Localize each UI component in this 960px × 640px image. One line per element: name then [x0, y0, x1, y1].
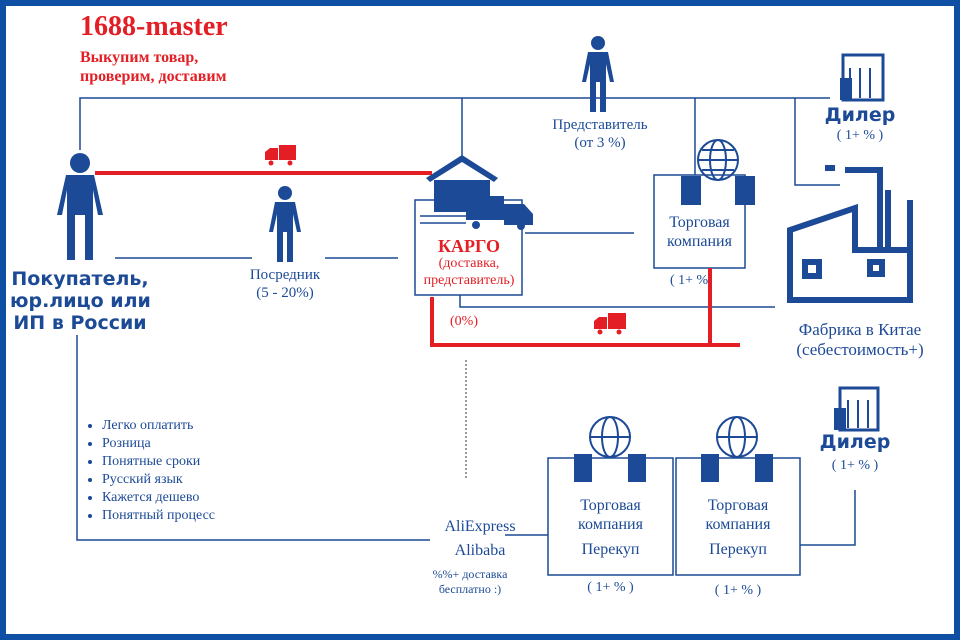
- tagline-line-2: проверим, доставим: [80, 68, 227, 86]
- buyer-label: Покупатель, юр.лицо или ИП в России: [10, 268, 151, 334]
- marketplace-note-2: бесплатно :): [438, 582, 502, 596]
- benefits-list: Легко оплатить Розница Понятные сроки Ру…: [86, 417, 215, 525]
- marketplace-note-1: %%+ доставка: [432, 567, 508, 581]
- trade-company-top-label: Торговая компания: [654, 213, 745, 251]
- intermediary-name: Посредник: [249, 267, 321, 283]
- reseller-1-line-1: Торговая: [580, 497, 641, 514]
- truck-icon-top: [265, 145, 296, 166]
- trade-top-fee: ( 1+ %: [670, 273, 709, 288]
- buyer-person-icon: [57, 153, 103, 260]
- cargo-line-2: (доставка,: [438, 256, 500, 271]
- buyer-line-3: ИП в России: [13, 312, 147, 334]
- representative-fee: (от 3 %): [574, 135, 626, 151]
- brand-title: 1688-master: [80, 11, 228, 42]
- trade-box-top: [653, 174, 746, 269]
- buyer-line-2: юр.лицо или: [10, 290, 151, 312]
- globe-icon-reseller-2: [701, 416, 773, 482]
- reseller-2-fee: ( 1+ % ): [714, 583, 762, 598]
- dealer-bottom-label: Дилер: [819, 431, 891, 453]
- marketplace-aliexpress: AliExpress: [444, 518, 516, 535]
- factory-line-1: Фабрика в Китае: [798, 320, 922, 339]
- globe-icon-reseller-1: [574, 416, 646, 482]
- benefit-item: Легко оплатить: [102, 417, 215, 435]
- reseller-1-label: Торговая компания Перекуп: [548, 496, 673, 560]
- reseller-2-line-2: компания: [705, 516, 771, 534]
- reseller-box-2: [675, 457, 801, 576]
- reseller-2-line-1: Торговая: [707, 497, 769, 514]
- marketplace-label: AliExpress Alibaba: [430, 515, 530, 563]
- factory-icon: [787, 165, 913, 303]
- dealer-icon-top: [840, 53, 885, 102]
- representative-name: Представитель: [552, 117, 648, 133]
- reseller-1-fee: ( 1+ % ): [587, 580, 634, 595]
- factory-line-2: (себестоимость+): [796, 340, 924, 360]
- trade-top-line-1: Торговая: [669, 214, 730, 231]
- benefit-item: Кажется дешево: [102, 489, 215, 507]
- cargo-title: КАРГО: [437, 236, 501, 256]
- intermediary-fee: (5 - 20%): [256, 285, 314, 301]
- benefit-item: Розница: [102, 435, 215, 453]
- top-connector: [79, 97, 830, 150]
- tagline-line-1: Выкупим товар,: [80, 49, 199, 66]
- intermediary-label: Посредник (5 - 20%): [235, 266, 335, 302]
- trade-top-line-2: компания: [667, 233, 732, 251]
- reseller-2-line-3: Перекуп: [709, 541, 767, 559]
- truck-icon-bottom: [594, 313, 626, 335]
- dealer-top-label: Дилер: [824, 104, 896, 126]
- cargo-fee: (0%): [450, 314, 478, 329]
- buyer-line-1: Покупатель,: [11, 268, 149, 290]
- benefit-item: Понятный процесс: [102, 507, 215, 525]
- globe-icon-top: [681, 139, 755, 205]
- dealer-top-fee: ( 1+ % ): [836, 128, 884, 143]
- cargo-line-3: представитель): [423, 273, 515, 288]
- reseller-2-label: Торговая компания Перекуп: [676, 496, 800, 560]
- brand-tagline: Выкупим товар, проверим, доставим: [80, 48, 226, 86]
- representative-label: Представитель (от 3 %): [540, 116, 660, 152]
- intermediary-person-icon: [269, 186, 301, 262]
- factory-label: Фабрика в Китае (себестоимость+): [770, 320, 950, 361]
- dealer-icon-bottom: [834, 386, 880, 432]
- warehouse-icon: [420, 155, 533, 230]
- reseller-1-line-3: Перекуп: [581, 541, 640, 559]
- reseller-box-1: [547, 457, 674, 576]
- reseller-1-line-2: компания: [578, 516, 643, 534]
- dealer-bottom-fee: ( 1+ % ): [831, 458, 879, 473]
- red-delivery-line-bottom: [430, 268, 740, 347]
- left-connector: [76, 335, 430, 541]
- benefit-item: Понятные сроки: [102, 453, 215, 471]
- representative-person-icon: [582, 36, 614, 112]
- marketplace-note: %%+ доставка бесплатно :): [420, 567, 520, 597]
- cargo-label: КАРГО (доставка, представитель): [412, 236, 526, 289]
- benefit-item: Русский язык: [102, 471, 215, 489]
- marketplace-alibaba: Alibaba: [454, 542, 506, 559]
